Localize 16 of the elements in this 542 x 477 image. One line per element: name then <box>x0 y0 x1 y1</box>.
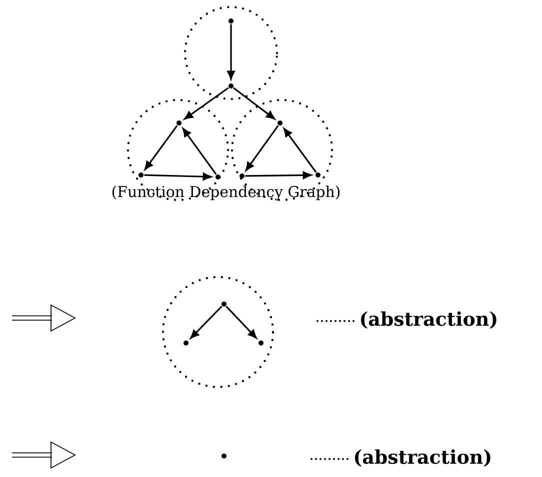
arrow <box>245 171 312 180</box>
annotation-text: (abstraction) <box>354 449 490 467</box>
arrow <box>144 172 212 180</box>
graph-caption: (Function Dependency Graph) <box>112 186 340 200</box>
arrow <box>233 87 276 120</box>
dotted-circle <box>184 6 278 100</box>
arrow <box>245 125 279 171</box>
arrow <box>182 128 217 175</box>
dotted-circle <box>162 276 274 388</box>
arrow <box>227 24 235 80</box>
arrow <box>184 87 229 120</box>
arrow <box>190 306 222 339</box>
arrow <box>144 125 178 170</box>
annotation-text: (abstraction) <box>360 311 496 329</box>
arrow <box>226 306 257 339</box>
arrow <box>283 128 317 173</box>
